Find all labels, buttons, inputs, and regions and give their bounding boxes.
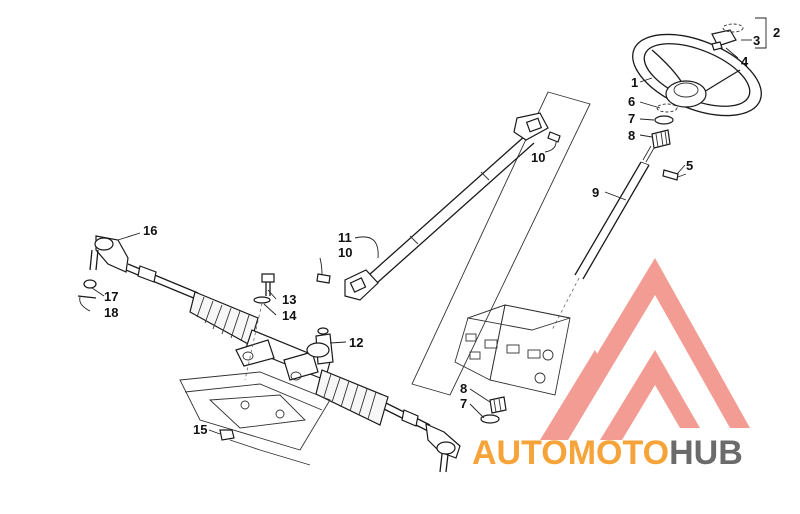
watermark-logo: [540, 258, 750, 440]
bolt-5: [662, 169, 687, 181]
castle-nut: [83, 279, 97, 289]
callout-8-lower: 8: [460, 381, 467, 396]
watermark-hub: HUB: [669, 434, 743, 472]
rack-mount-bolt: [244, 273, 275, 381]
callout-9: 9: [592, 185, 599, 200]
frame-mount: [179, 371, 331, 466]
wheel-cap: [711, 23, 744, 51]
cotter-pin: [77, 295, 97, 299]
tie-rod-end-left: [89, 235, 129, 273]
callout-12: 12: [349, 335, 363, 350]
leader-lines: [79, 39, 752, 435]
callout-6: 6: [628, 94, 635, 109]
watermark-text: AUTOMOTOHUB: [472, 434, 743, 472]
callout-10-upper: 10: [531, 150, 545, 165]
callout-13: 13: [282, 292, 296, 307]
watermark-moto: MOTO: [568, 434, 669, 472]
tie-rod-end-right: [425, 423, 461, 473]
lower-circlip: [480, 414, 500, 424]
steering-wheel: [632, 33, 762, 117]
callout-3: 3: [753, 33, 760, 48]
callout-16: 16: [143, 223, 157, 238]
callout-7-upper: 7: [628, 111, 635, 126]
watermark-auto: AUTO: [472, 434, 568, 472]
callout-10-lower: 10: [338, 245, 352, 260]
lower-bushing: [489, 396, 507, 414]
callout-17: 17: [104, 289, 118, 304]
callout-2: 2: [773, 25, 780, 40]
washer: [656, 103, 678, 113]
callout-1: 1: [631, 75, 638, 90]
steering-rack: [125, 263, 431, 432]
lock-nut: [219, 429, 235, 441]
column-bracket: [454, 304, 571, 396]
callout-8-upper: 8: [628, 128, 635, 143]
callout-7-lower: 7: [460, 396, 467, 411]
bolt-10-upper: [547, 131, 561, 143]
circlip: [654, 115, 674, 125]
callout-5: 5: [686, 158, 693, 173]
callout-4: 4: [741, 54, 749, 69]
steering-column-shaft: [551, 145, 655, 331]
callout-15: 15: [193, 422, 207, 437]
callout-14: 14: [282, 308, 297, 323]
callout-11: 11: [338, 230, 352, 245]
callout-18: 18: [104, 305, 118, 320]
callout-labels: 1 2 3 4 5 6 7 8 9 10 11 10 12 13 14 15 1…: [104, 25, 780, 437]
intermediate-shaft: [344, 112, 549, 301]
bolt-10-lower: [316, 273, 331, 284]
spline-bushing: [651, 129, 671, 149]
